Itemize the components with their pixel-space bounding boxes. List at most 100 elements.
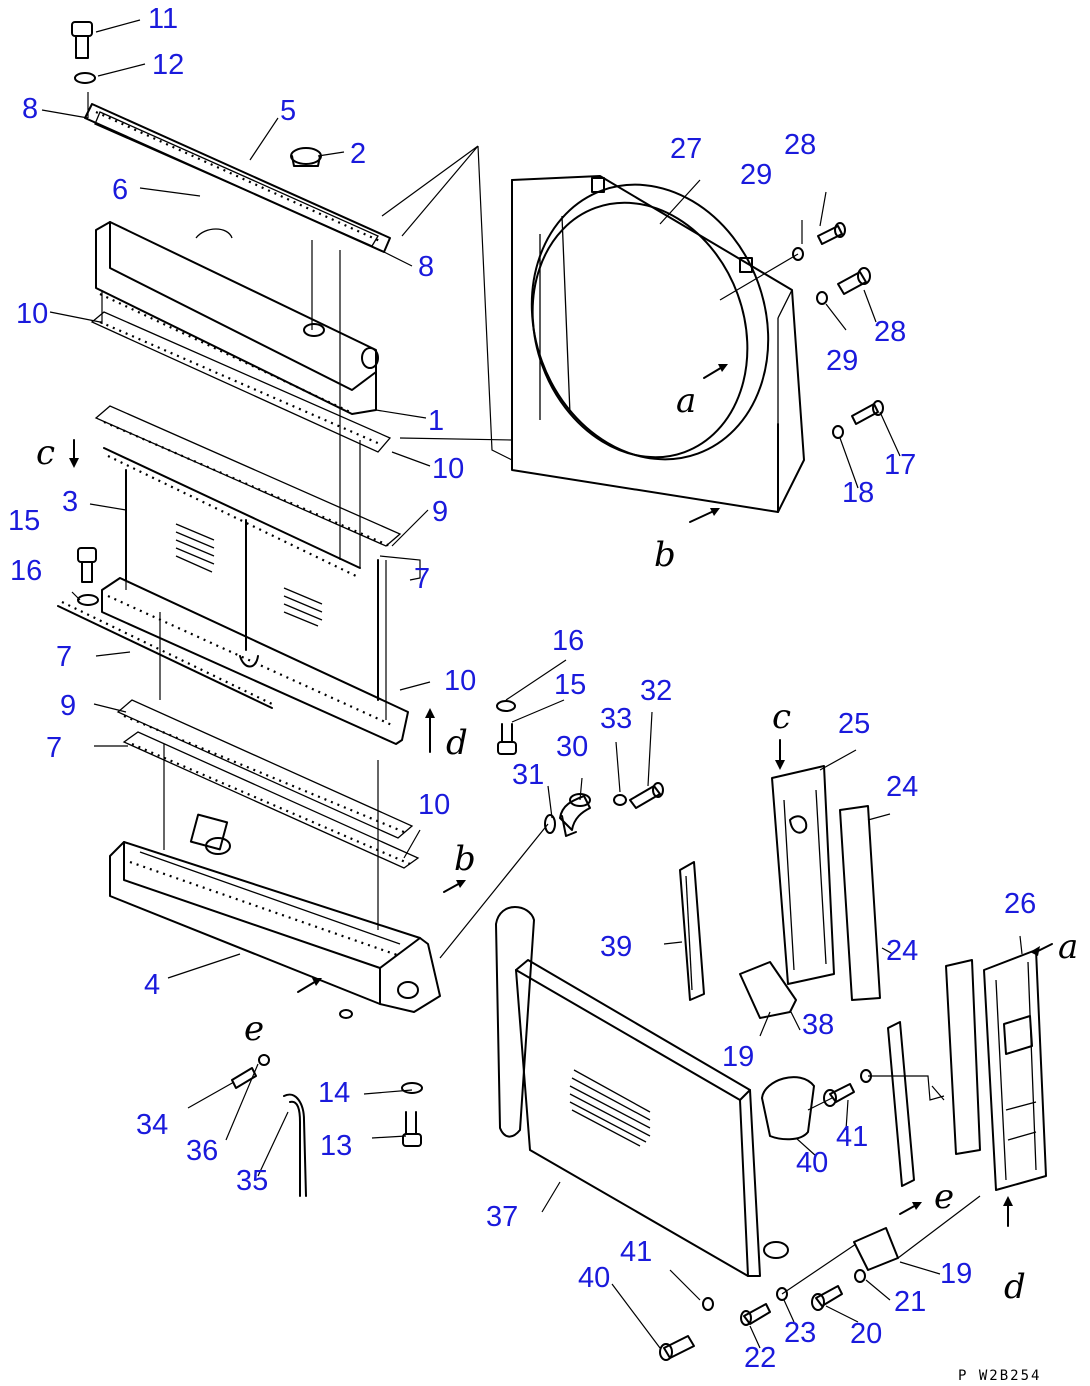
callout-28: 28 [784, 129, 816, 161]
part-26-bracket [983, 949, 1047, 1191]
part-38-bracket [887, 1021, 915, 1187]
part-28-bolt-upper [817, 222, 846, 245]
reference-letter-a: a [1058, 927, 1078, 967]
part-12-washer [74, 72, 96, 84]
callout-28: 28 [874, 316, 906, 348]
callout-41: 41 [620, 1236, 652, 1268]
part-9-lower-plate [116, 699, 414, 839]
part-16-washer-left [77, 594, 99, 606]
callout-9: 9 [60, 690, 76, 722]
part-3-radiator-core [101, 469, 409, 745]
reference-letter-a: a [676, 381, 696, 421]
part-7-upper-seal [103, 447, 361, 577]
part-13-bolt [402, 1111, 422, 1147]
callout-38: 38 [802, 1009, 834, 1041]
callout-10: 10 [444, 665, 476, 697]
callout-31: 31 [512, 759, 544, 791]
callout-29: 29 [826, 345, 858, 377]
callout-36: 36 [186, 1135, 218, 1167]
callout-15: 15 [554, 669, 586, 701]
shroud-guide-lines [381, 145, 799, 461]
part-25-bracket [771, 765, 835, 985]
callout-30: 30 [556, 731, 588, 763]
part-20-bolt [811, 1285, 843, 1311]
reference-letter-d: d [1004, 1267, 1026, 1307]
callout-24: 24 [886, 771, 918, 803]
part-22-bolt [740, 1303, 771, 1326]
callout-23: 23 [784, 1317, 816, 1349]
callout-41: 41 [836, 1121, 868, 1153]
callout-32: 32 [640, 675, 672, 707]
callout-39: 39 [600, 931, 632, 963]
callout-11: 11 [148, 3, 178, 35]
part-37-aftercooler [495, 906, 815, 1277]
callout-19: 19 [722, 1041, 754, 1073]
part-41-washer-lower [702, 1297, 714, 1311]
part-9-upper-plate [94, 405, 402, 548]
callout-8: 8 [22, 93, 38, 125]
callout-34: 34 [136, 1109, 168, 1141]
reference-letter-e: e [244, 1009, 264, 1049]
callout-37: 37 [486, 1201, 518, 1233]
part-15-bolt-left [77, 547, 97, 583]
part-19-bracket-lower [853, 1227, 899, 1271]
part-4-lower-tank [109, 813, 441, 1019]
reference-letter-c: c [36, 433, 55, 473]
part-19-bracket-upper [739, 961, 797, 1019]
callout-16: 16 [552, 625, 584, 657]
part-15-bolt-mid [497, 723, 517, 755]
part-1-upper-tank [95, 221, 379, 415]
part-30-elbow-hose [559, 793, 591, 837]
part-23-washer [776, 1287, 788, 1301]
callout-10: 10 [16, 298, 48, 330]
assembly-guide-lines-left [87, 92, 387, 930]
callout-21: 21 [894, 1286, 926, 1318]
cooler-guide-lines [439, 823, 981, 1295]
drawing-code: P W2B254 [958, 1368, 1041, 1384]
callout-13: 13 [320, 1130, 352, 1162]
callout-10: 10 [418, 789, 450, 821]
part-33-clamp [613, 794, 627, 806]
part-27-fan-shroud [511, 175, 805, 513]
callout-22: 22 [744, 1342, 776, 1374]
callout-17: 17 [884, 449, 916, 481]
reference-letter-b: b [654, 535, 676, 575]
part-29-washer-upper [792, 247, 804, 261]
callout-26: 26 [1004, 888, 1036, 920]
callout-9: 9 [432, 496, 448, 528]
part-7-lower-seal [57, 601, 273, 709]
part-29-washer-lower [816, 291, 828, 305]
callout-18: 18 [842, 477, 874, 509]
callout-7: 7 [46, 732, 62, 764]
part-17-bolt [851, 400, 884, 425]
callout-2: 2 [350, 138, 366, 170]
callout-3: 3 [62, 486, 78, 518]
part-2-cap [290, 147, 322, 167]
callout-5: 5 [280, 95, 296, 127]
part-31-clamp [544, 814, 556, 834]
part-34-drain-cock [231, 1067, 257, 1089]
reference-letter-e: e [934, 1177, 954, 1217]
callout-19: 19 [940, 1258, 972, 1290]
callout-16: 16 [10, 555, 42, 587]
part-5-top-gasket-frame [84, 103, 391, 253]
callout-10: 10 [432, 453, 464, 485]
part-40-bolt-lower [659, 1335, 695, 1361]
direction-arrows [69, 364, 1053, 1227]
reference-letter-d: d [446, 723, 468, 763]
callout-4: 4 [144, 969, 160, 1001]
callout-20: 20 [850, 1318, 882, 1350]
part-18-washer [832, 425, 844, 439]
callout-1: 1 [428, 405, 444, 437]
callout-leader-lines [41, 19, 1023, 1349]
part-36-plug [258, 1054, 270, 1066]
part-24-insulator-upper [839, 805, 881, 1001]
part-35-drain-hose [283, 1093, 307, 1197]
callout-12: 12 [152, 49, 184, 81]
part-10-upper-gasket [90, 311, 392, 453]
callout-7: 7 [56, 641, 72, 673]
part-40-bolt-upper [823, 1083, 855, 1107]
